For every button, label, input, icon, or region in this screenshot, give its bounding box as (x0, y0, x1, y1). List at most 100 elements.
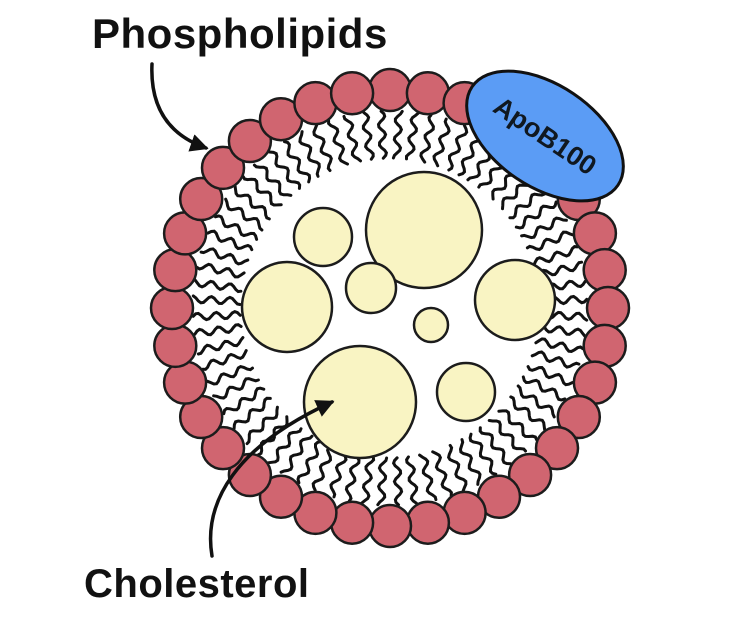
phospholipid-tail (446, 443, 468, 493)
phospholipid-tail (521, 375, 567, 402)
phospholipids-label: Phospholipids (92, 10, 388, 57)
phospholipid-tail (508, 185, 548, 220)
phospholipid-head (200, 425, 246, 471)
phospholipid-tail (266, 427, 303, 465)
phospholipid-tail (537, 322, 587, 338)
phospholipid-head (153, 247, 198, 293)
phospholipid-head (162, 360, 208, 405)
cholesterol-ester-circle (302, 344, 418, 460)
phospholipid-tail (534, 337, 585, 354)
phospholipid-tail (206, 229, 254, 252)
cholesterol-ester-circle (292, 206, 354, 268)
phospholipid-tail (252, 163, 293, 197)
apob100-ellipse (465, 69, 625, 203)
phospholipid-tail (509, 395, 547, 432)
phospholipid-tail (201, 349, 248, 371)
phospholipid-tail (468, 432, 498, 476)
phospholipid-tail (222, 386, 266, 416)
phospholipid-head (582, 323, 627, 369)
phospholipid-tail (196, 336, 245, 356)
phospholipid-tail (241, 175, 283, 207)
phospholipid-head (442, 490, 487, 536)
phospholipid-tail (199, 247, 250, 266)
phospholipid-tail (376, 109, 389, 160)
phospholipid-head (507, 452, 553, 498)
phospholipid-head (585, 285, 631, 331)
phospholipid-tail (418, 453, 438, 502)
phospholipid-head (405, 71, 451, 116)
cholesterol-ester-circle (412, 306, 450, 344)
phospholipid-head (329, 500, 375, 545)
phospholipid-head (258, 474, 304, 520)
phospholipid-tail (431, 450, 453, 497)
cholesterol-ester-circle (240, 260, 334, 354)
phospholipid-tail (342, 114, 362, 163)
phospholipid-tail (525, 230, 575, 252)
phospholipid-head (149, 285, 195, 331)
phospholipids-arrow (150, 62, 209, 152)
phospholipid-tail (405, 455, 419, 505)
phospholipid-tail (195, 262, 246, 279)
phospholipid-tail (344, 452, 361, 503)
phospholipid-tail (458, 438, 482, 486)
phospholipid-tail (279, 434, 314, 474)
phospholipid-tail (212, 377, 260, 400)
phospholipid-tail (520, 216, 568, 240)
cholesterol-ester-circle (364, 170, 484, 290)
phospholipid-tail (516, 384, 556, 419)
apob100-protein: ApoB100 (465, 69, 625, 203)
phospholipid-tail (224, 197, 264, 232)
cholesterol-ester-core (240, 170, 557, 460)
phospholipid-tail (233, 184, 271, 221)
phospholipid-tail (361, 111, 375, 161)
phospholipid-head (367, 67, 413, 113)
phospholipid-tail (213, 214, 259, 241)
phospholipid-tail (232, 396, 272, 430)
phospholipid-tail (193, 323, 243, 337)
cholesterol-ester-circle (473, 258, 557, 342)
phospholipid-head (534, 425, 580, 471)
phospholipid-tail (205, 364, 254, 386)
phospholipid-tail (191, 294, 242, 306)
phospholipid-head (329, 71, 375, 116)
phospholipid-head (227, 118, 273, 164)
phospholipid-tail (478, 426, 513, 466)
phospholipid-tail (298, 130, 321, 178)
phospholipid-head (293, 80, 338, 126)
phospholipid-head (582, 247, 627, 293)
phospholipid-tail (283, 140, 312, 184)
phospholipid-tail (514, 200, 558, 230)
phospholipid-tail (487, 419, 527, 453)
phospholipid-tail (360, 455, 376, 505)
phospholipid-tail (419, 113, 435, 164)
phospholipid-tail (191, 309, 242, 322)
phospholipid-tail (497, 409, 539, 442)
phospholipid-tail (391, 109, 404, 160)
phospholipid-head (153, 323, 198, 369)
phospholipid-tail (193, 278, 243, 294)
phospholipid-head (556, 394, 602, 440)
phospholipid-head (572, 211, 618, 256)
phospholipid-tail (447, 124, 469, 172)
phospholipid-tail (376, 456, 389, 507)
phospholipid-tail (432, 117, 451, 168)
phospholipid-tail (391, 456, 404, 507)
phospholipid-tail (245, 405, 279, 446)
phospholipid-tail (327, 119, 349, 166)
phospholipid-head (178, 176, 224, 222)
phospholipid-head (405, 500, 451, 545)
phospholipid-tail (329, 448, 348, 499)
phospholipid-tail (532, 245, 579, 267)
phospholipid-head (200, 145, 246, 191)
phospholipid-tail (530, 350, 581, 369)
cholesterol-ester-circle (344, 261, 398, 315)
cholesterol-ester-circle (435, 361, 497, 423)
phospholipid-tail (311, 444, 333, 492)
phospholipid-tail (405, 111, 420, 161)
phospholipid-tail (296, 439, 323, 485)
phospholipid-tail (312, 123, 333, 172)
phospholipid-tail (526, 365, 574, 387)
cholesterol-label: Cholesterol (84, 562, 310, 606)
